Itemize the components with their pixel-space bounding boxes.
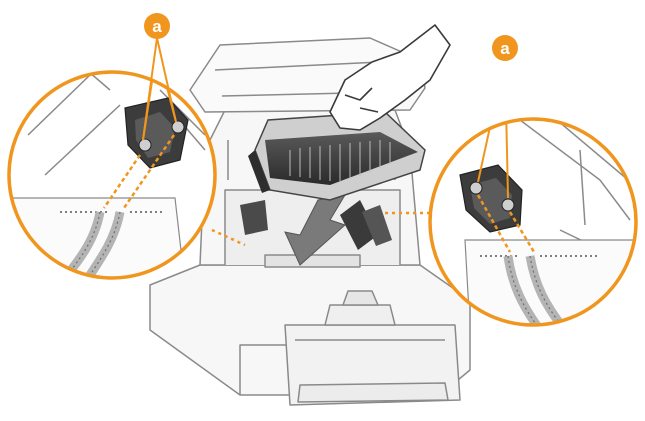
toner-cartridge-icon xyxy=(248,111,426,201)
callout-letter-left: a xyxy=(152,17,162,36)
detail-zoom-right xyxy=(428,117,638,327)
zoom-leader-lines xyxy=(211,211,430,247)
callout-badge-left: a xyxy=(142,13,177,141)
insert-arrow-icon xyxy=(284,194,346,266)
callout-badge-right: a xyxy=(492,35,518,61)
printer-guide-slots xyxy=(240,200,392,250)
callout-letter-right: a xyxy=(500,39,510,58)
hand-icon xyxy=(329,24,451,131)
detail-zoom-left xyxy=(7,70,217,280)
